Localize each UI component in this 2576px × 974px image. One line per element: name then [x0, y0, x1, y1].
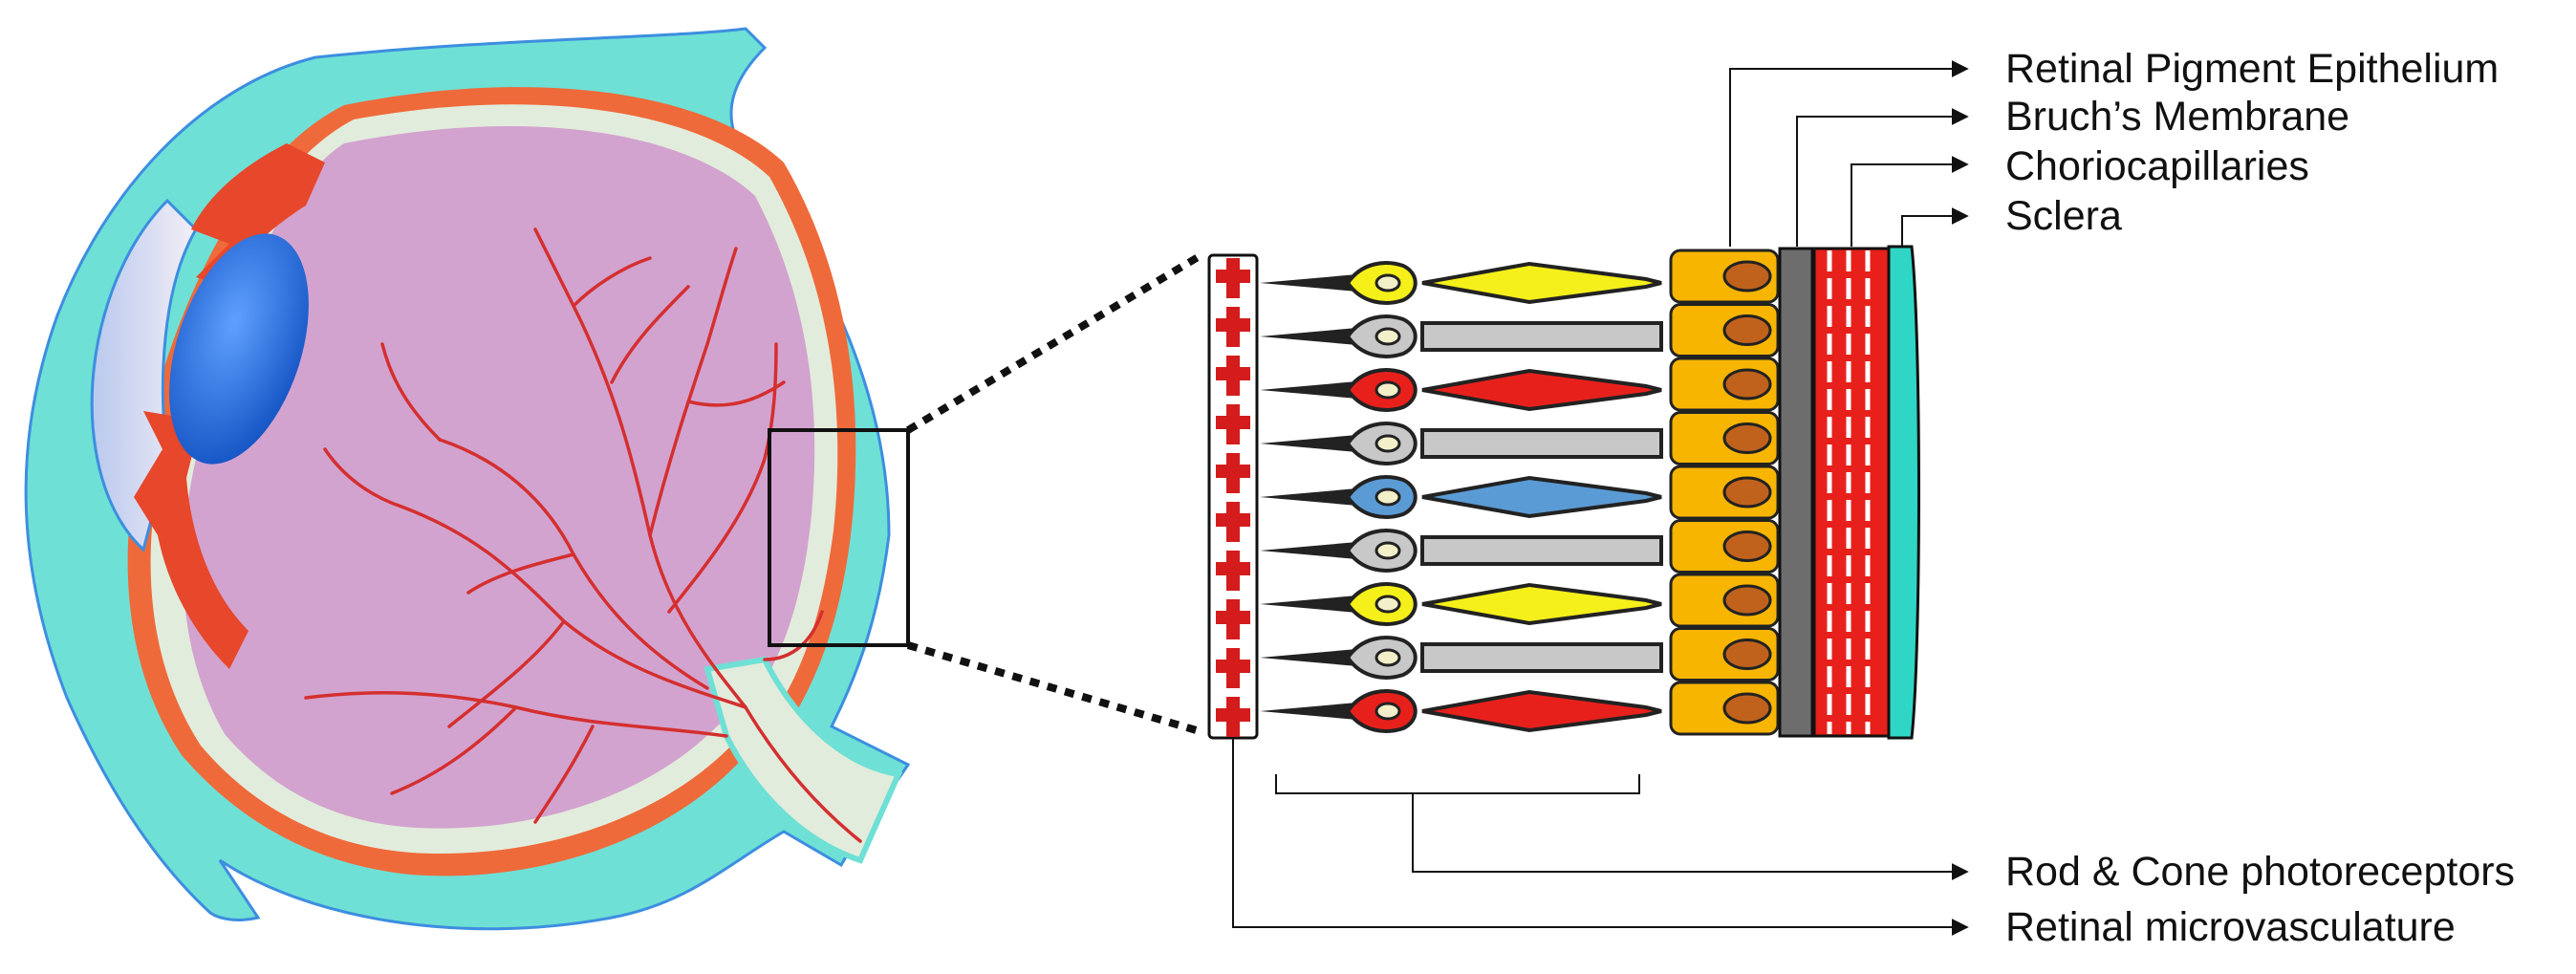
lens	[169, 233, 309, 465]
cone-photoreceptor	[1260, 261, 1662, 305]
iris-ciliary-body	[191, 143, 325, 287]
retinal-pigment-epithelium-cells	[1669, 249, 1780, 736]
choriocapillaries-layer	[1812, 247, 1891, 738]
zoom-region-box	[768, 428, 910, 647]
iris-ciliary-body-lower	[134, 411, 249, 669]
capillary-cross	[1216, 453, 1250, 493]
rpe-cell	[1669, 627, 1780, 682]
capillary-cross	[1216, 502, 1250, 542]
cone-photoreceptor	[1260, 582, 1662, 626]
photoreceptor-leader	[1412, 793, 1969, 880]
photoreceptor-rows	[1260, 261, 1663, 733]
rpe-cell	[1669, 303, 1780, 357]
bruch-leader	[1796, 108, 1969, 247]
capillary-cross	[1216, 356, 1250, 396]
cone-photoreceptor	[1260, 475, 1662, 519]
sclera-leader	[1901, 207, 1969, 247]
rpe-cell	[1669, 357, 1780, 412]
retinal-blood-vessels	[304, 227, 862, 843]
microvasculature-vessels	[1216, 258, 1250, 737]
capillary-cross	[1216, 697, 1250, 737]
label-leader-lines	[1232, 60, 1969, 936]
rpe-cell	[1669, 411, 1780, 465]
capillary-cross	[1216, 404, 1250, 444]
zoom-connector-top	[905, 252, 1202, 434]
capillary-cross	[1216, 551, 1250, 591]
rpe-cell	[1669, 519, 1780, 574]
cone-photoreceptor	[1260, 368, 1662, 412]
label-rod-cone-photoreceptors: Rod & Cone photoreceptors	[2005, 849, 2515, 895]
capillary-cross	[1216, 599, 1250, 639]
label-sclera: Sclera	[2005, 193, 2122, 239]
rod-photoreceptor	[1260, 529, 1663, 573]
cornea	[90, 198, 198, 552]
label-choriocapillaries: Choriocapillaries	[2005, 143, 2309, 189]
sclera-layer	[1887, 245, 1920, 740]
rpe-leader	[1729, 60, 1969, 247]
eyeball-cross-section	[24, 27, 911, 931]
rpe-cell	[1669, 681, 1780, 736]
rod-photoreceptor	[1260, 422, 1663, 465]
label-bruchs-membrane: Bruch’s Membrane	[2005, 94, 2349, 140]
choriocap-leader	[1851, 156, 1969, 247]
rod-photoreceptor	[1260, 636, 1663, 680]
capillary-cross	[1216, 258, 1250, 298]
zoom-connector-bottom	[906, 641, 1201, 735]
microvasculature-leader	[1232, 738, 1969, 936]
rod-photoreceptor	[1260, 314, 1663, 358]
cone-photoreceptor	[1260, 689, 1662, 733]
capillary-cross	[1216, 648, 1250, 688]
label-retinal-microvasculature: Retinal microvasculature	[2005, 904, 2456, 950]
capillary-cross	[1216, 307, 1250, 347]
label-retinal-pigment-epithelium: Retinal Pigment Epithelium	[2005, 46, 2499, 92]
bruchs-membrane	[1778, 247, 1814, 738]
optic-nerve	[704, 656, 903, 864]
rpe-cell	[1669, 573, 1780, 628]
rpe-cell	[1669, 249, 1780, 304]
rpe-cell	[1669, 465, 1780, 520]
photoreceptor-bracket	[1275, 774, 1640, 794]
